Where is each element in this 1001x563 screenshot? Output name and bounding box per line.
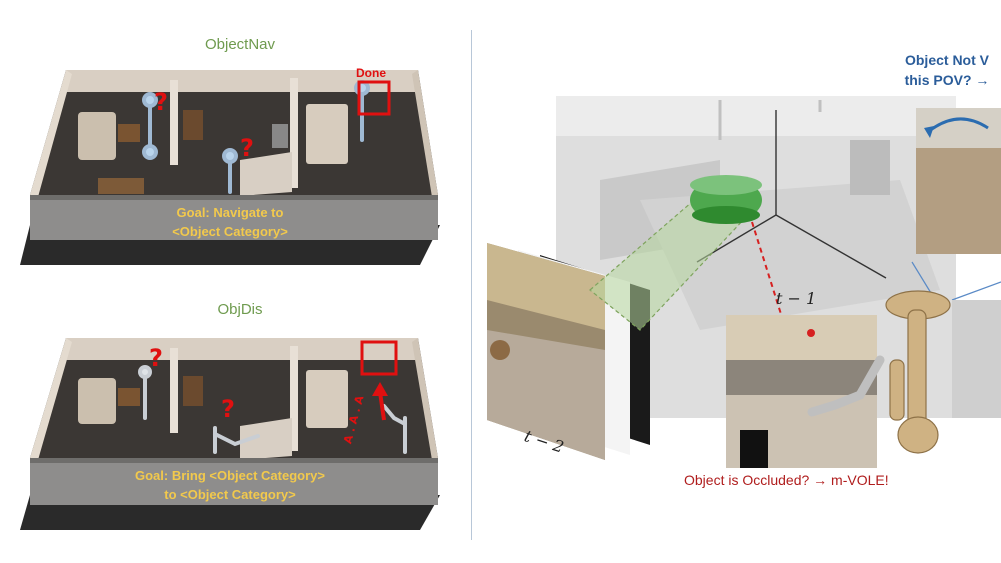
robot-icon (885, 290, 951, 454)
rotate-arrow-icon (927, 117, 989, 134)
partition-wall (290, 78, 298, 188)
partition-wall (290, 346, 298, 451)
done-label: Done (356, 66, 386, 80)
sofa-icon (78, 112, 116, 160)
label-t-minus-1: t − 1 (776, 289, 817, 308)
objdis-goal-text: Goal: Bring <Object Category> to <Object… (135, 468, 325, 502)
panel-divider (471, 30, 472, 540)
target-box (360, 340, 398, 376)
objdis-title: ObjDis (217, 301, 263, 318)
arrow-up-icon (378, 391, 386, 421)
projection-frustum (589, 194, 764, 331)
partition-wall (170, 80, 178, 165)
voxel-object (690, 175, 762, 224)
pov-caption: Object Not V this POV? → (904, 52, 990, 88)
partition-wall (170, 348, 178, 433)
sofa-icon (78, 378, 116, 424)
done-target-box (357, 80, 391, 116)
occluded-caption: Object is Occluded? → m-VOLE! (684, 472, 889, 488)
objectnav-house-scene (20, 70, 440, 265)
question-mark-icon: ? (149, 344, 163, 372)
question-mark-icon: ? (154, 88, 168, 116)
objectnav-goal-text: Goal: Navigate to <Object Category> (172, 205, 288, 239)
bed-icon (306, 370, 348, 428)
objdis-house-scene: A . A . A (20, 338, 440, 530)
bed-icon (306, 104, 348, 164)
objectnav-title: ObjectNav (204, 36, 276, 53)
question-mark-icon: ? (221, 395, 235, 423)
question-mark-icon: ? (240, 134, 254, 162)
